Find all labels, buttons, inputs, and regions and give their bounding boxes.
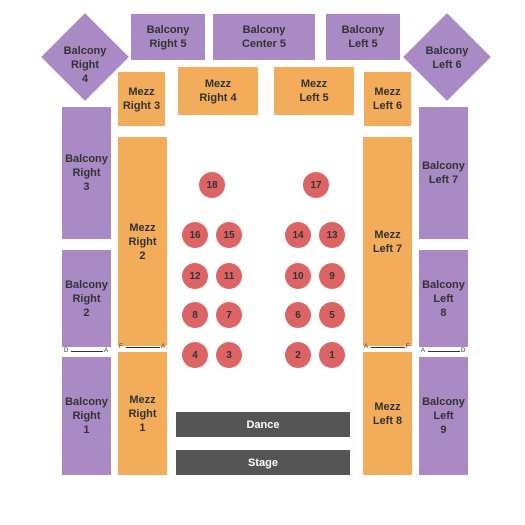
section-mezz-right-4[interactable]: Mezz Right 4 [178,67,258,115]
table-15[interactable]: 15 [216,222,242,248]
table-6[interactable]: 6 [285,302,311,328]
section-balcony-left-9[interactable]: Balcony Left 9 [419,357,468,475]
section-balcony-center-5[interactable]: Balcony Center 5 [213,14,315,60]
table-16[interactable]: 16 [182,222,208,248]
table-9[interactable]: 9 [319,263,345,289]
section-label: Mezz Left 5 [299,78,329,104]
section-balcony-left-7[interactable]: Balcony Left 7 [419,107,468,239]
table-18[interactable]: 18 [199,172,225,198]
table-13[interactable]: 13 [319,222,345,248]
row-divider [371,347,405,348]
section-label: Mezz Right 1 [128,393,157,434]
section-mezz-left-6[interactable]: Mezz Left 6 [364,72,411,126]
table-7[interactable]: 7 [216,302,242,328]
section-balcony-left-5[interactable]: Balcony Left 5 [326,14,400,60]
row-label-a: A [161,344,166,350]
section-label: Mezz Right 4 [199,78,237,104]
row-label-a: A [364,344,369,350]
section-mezz-left-8[interactable]: Mezz Left 8 [363,352,412,475]
row-divider [71,351,103,352]
table-11[interactable]: 11 [216,263,242,289]
section-balcony-right-5[interactable]: Balcony Right 5 [131,14,205,60]
section-label: Mezz Left 8 [372,400,403,427]
section-label: Balcony Left 5 [341,24,385,50]
table-3[interactable]: 3 [216,342,242,368]
section-balcony-right-3[interactable]: Balcony Right 3 [62,107,111,239]
section-balcony-right-2[interactable]: Balcony Right 2 [62,250,111,347]
dance-floor: Dance [176,412,350,437]
section-mezz-right-1[interactable]: Mezz Right 1 [118,352,167,475]
section-label: Balcony Left 7 [422,160,465,186]
row-label-d: D [461,348,466,354]
table-4[interactable]: 4 [182,342,208,368]
section-label: Balcony Center 5 [241,24,287,50]
section-mezz-left-7[interactable]: Mezz Left 7 [363,137,412,346]
row-label-a: A [421,348,426,354]
section-label: Mezz Right 3 [122,86,161,112]
row-label-d: D [64,348,69,354]
section-mezz-left-5[interactable]: Mezz Left 5 [274,67,354,115]
section-label: Mezz Right 2 [128,221,157,262]
section-label: Mezz Left 6 [372,86,403,112]
section-mezz-right-2[interactable]: Mezz Right 2 [118,137,167,346]
stage: Stage [176,450,350,475]
section-label: Balcony Right 2 [65,278,108,319]
table-2[interactable]: 2 [285,342,311,368]
section-balcony-left-8[interactable]: Balcony Left 8 [419,250,468,347]
row-divider [428,351,460,352]
row-label-f: F [119,344,123,350]
table-5[interactable]: 5 [319,302,345,328]
section-label: Balcony Left 8 [422,278,465,319]
section-mezz-right-3[interactable]: Mezz Right 3 [118,72,165,126]
table-8[interactable]: 8 [182,302,208,328]
section-label: Balcony Right 5 [146,24,190,50]
table-12[interactable]: 12 [182,263,208,289]
section-label: Mezz Left 7 [372,228,403,255]
table-17[interactable]: 17 [303,172,329,198]
section-balcony-right-1[interactable]: Balcony Right 1 [62,357,111,475]
section-label: Balcony Right 1 [65,396,108,436]
table-1[interactable]: 1 [319,342,345,368]
section-balcony-left-6[interactable] [403,13,491,101]
table-10[interactable]: 10 [285,263,311,289]
row-label-a: A [104,348,109,354]
section-label: Balcony Left 9 [422,396,465,436]
row-label-f: F [406,344,410,350]
section-label: Balcony Right 3 [65,153,108,193]
section-balcony-right-4[interactable] [41,13,129,101]
row-divider [126,347,160,348]
table-14[interactable]: 14 [285,222,311,248]
